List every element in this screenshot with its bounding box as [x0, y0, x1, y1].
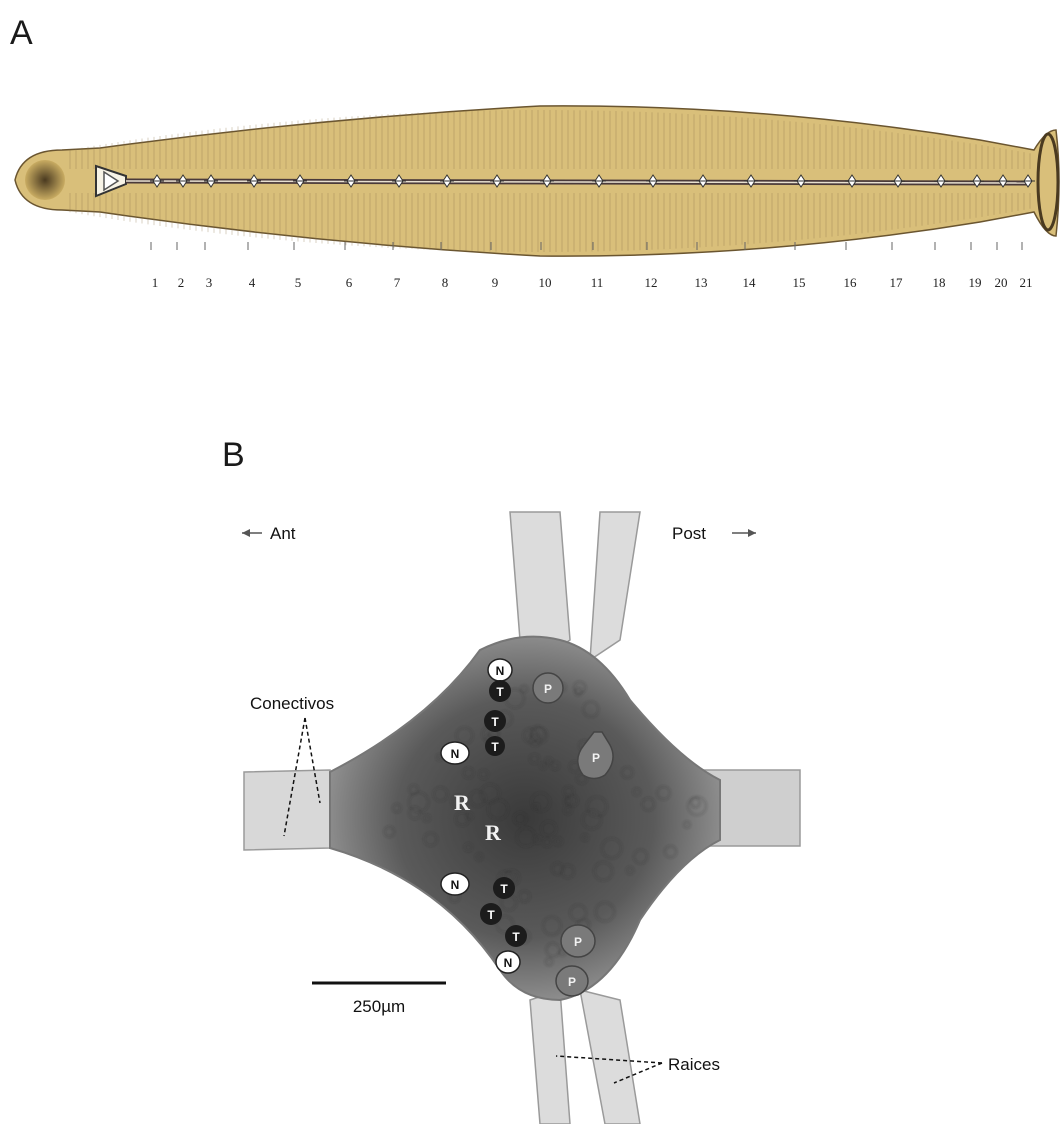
roots-label: Raices	[668, 1055, 720, 1074]
anterior-sucker	[25, 160, 65, 200]
anterior-label: Ant	[270, 524, 296, 543]
neuron-t-3: T	[485, 736, 505, 756]
neuron-r-1: R	[454, 790, 471, 815]
neuron-p-3: P	[561, 925, 595, 957]
neuron-p-4: P	[556, 966, 588, 996]
segment-number-7: 7	[394, 275, 401, 290]
segment-number-21: 21	[1020, 275, 1033, 290]
svg-text:N: N	[504, 956, 513, 970]
segment-number-9: 9	[492, 275, 499, 290]
neuron-t-4: T	[493, 877, 515, 899]
neuron-r-2: R	[485, 820, 502, 845]
segment-number-18: 18	[933, 275, 946, 290]
segment-number-10: 10	[539, 275, 552, 290]
segment-number-4: 4	[249, 275, 256, 290]
segment-number-13: 13	[695, 275, 708, 290]
segment-number-1: 1	[152, 275, 159, 290]
svg-text:P: P	[592, 751, 600, 765]
svg-text:P: P	[544, 682, 552, 696]
segment-number-15: 15	[793, 275, 806, 290]
segment-number-12: 12	[645, 275, 658, 290]
segment-number-2: 2	[178, 275, 185, 290]
neuron-n-3: N	[441, 873, 469, 895]
segment-number-16: 16	[844, 275, 858, 290]
svg-text:N: N	[496, 664, 505, 678]
anterior-connectives	[244, 770, 330, 850]
neuron-p-1: P	[533, 673, 563, 703]
neuron-t-6: T	[505, 925, 527, 947]
scale-bar-label: 250µm	[353, 997, 405, 1016]
svg-text:T: T	[491, 715, 499, 729]
neuron-t-2: T	[484, 710, 506, 732]
posterior-label: Post	[672, 524, 706, 543]
neuron-n-1: N	[488, 659, 512, 681]
segment-number-17: 17	[890, 275, 904, 290]
neuron-n-2: N	[441, 742, 469, 764]
svg-text:R: R	[454, 790, 471, 815]
svg-text:P: P	[568, 975, 576, 989]
neuron-n-4: N	[496, 951, 520, 973]
segment-number-19: 19	[969, 275, 982, 290]
segment-number-14: 14	[743, 275, 757, 290]
svg-text:T: T	[500, 882, 508, 896]
segment-number-8: 8	[442, 275, 449, 290]
svg-text:T: T	[487, 908, 495, 922]
svg-text:T: T	[496, 685, 504, 699]
svg-text:R: R	[485, 820, 502, 845]
svg-text:T: T	[491, 740, 499, 754]
segment-number-20: 20	[995, 275, 1008, 290]
connectives-label: Conectivos	[250, 694, 334, 713]
segment-number-11: 11	[591, 275, 604, 290]
segment-number-5: 5	[295, 275, 302, 290]
neuron-t-5: T	[480, 903, 502, 925]
svg-text:T: T	[512, 930, 520, 944]
svg-text:P: P	[574, 935, 582, 949]
svg-text:N: N	[451, 747, 460, 761]
ganglion-micrograph: N T T T N P P R R N T T T N P P Ant Post	[242, 510, 804, 1124]
segment-number-3: 3	[206, 275, 213, 290]
neuron-t-1: T	[489, 680, 511, 702]
svg-text:N: N	[451, 878, 460, 892]
segment-number-6: 6	[346, 275, 353, 290]
